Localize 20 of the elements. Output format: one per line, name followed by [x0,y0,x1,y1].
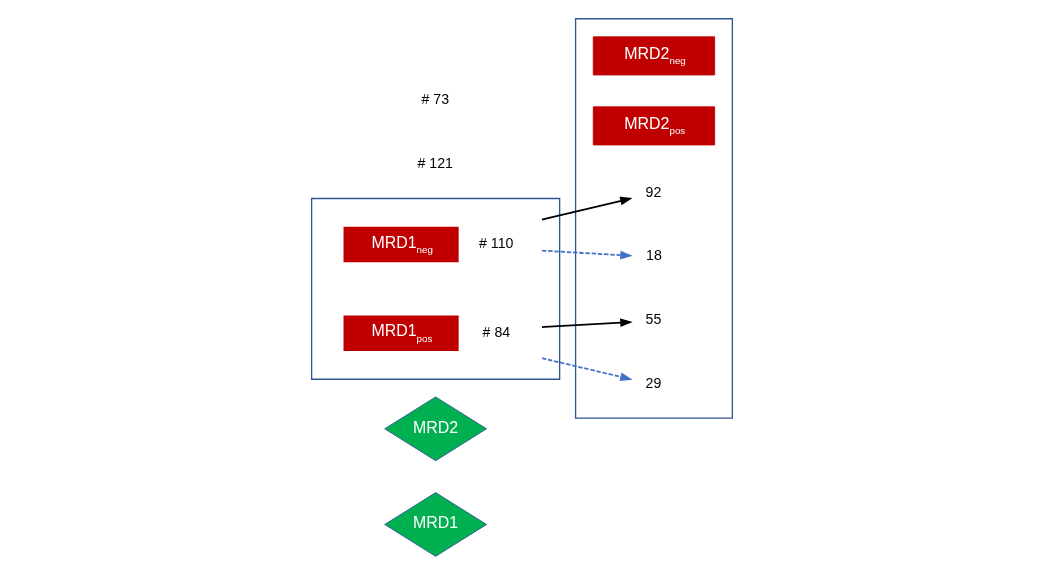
cluster [574,18,733,419]
node-box: MRD2$_{neg}$ [592,36,715,76]
arrow [540,357,633,382]
arrow [540,196,633,221]
node-diamond: MRD2 [383,396,487,462]
arrow [540,249,633,260]
node-box: MRD1$_{pos}$ [343,315,459,351]
node-text: 18 [645,247,662,264]
node-box: MRD2$_{pos}$ [592,106,715,146]
node-label: # 84 [482,323,510,340]
node-diamond: MRD1 [383,492,487,557]
node-label: # 110 [478,234,513,251]
node-text: 55 [645,311,661,328]
node-box: MRD1$_{neg}$ [343,226,459,263]
cluster [310,197,560,380]
label: # 73 [420,91,449,108]
node-text: 29 [645,374,661,391]
label: # 121 [416,155,453,172]
arrow [540,318,633,328]
node-text: 92 [645,183,661,200]
